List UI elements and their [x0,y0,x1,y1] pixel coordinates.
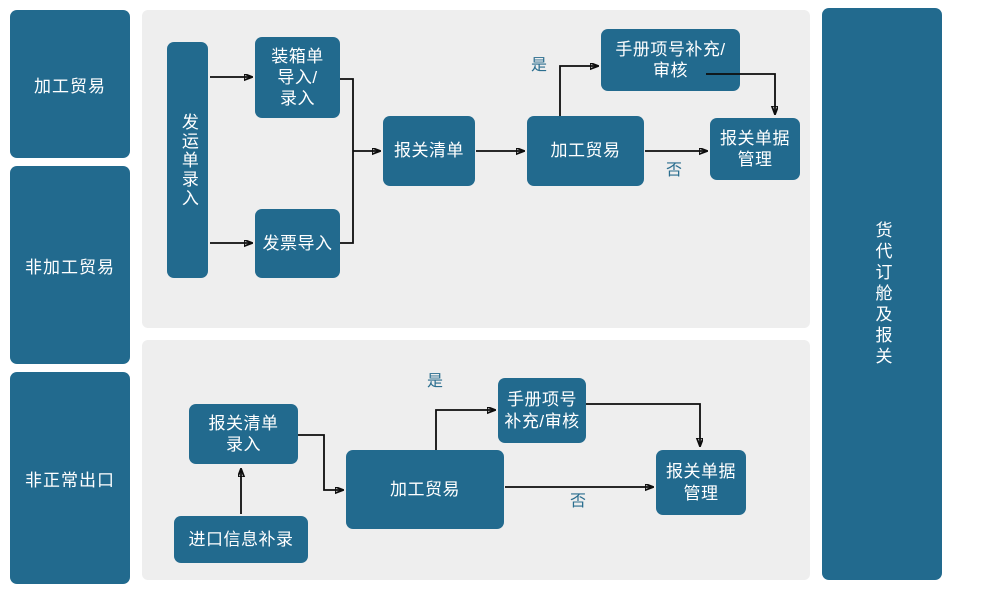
edge-label-no-top-text: 否 [666,162,683,179]
right-panel-forwarder[interactable]: 货代订舱及报关 [822,8,942,580]
right-panel-forwarder-label: 货代订舱及报关 [872,220,892,368]
node-manual-item-supplement-2[interactable]: 手册项号 补充/审核 [498,378,586,443]
node-manual-item-supplement[interactable]: 手册项号补充/ 审核 [601,29,740,91]
node-manual-item-supplement-2-label: 手册项号 补充/审核 [504,390,580,431]
edge-label-yes-bottom: 是 [427,374,443,390]
edge-label-no-bottom-text: 否 [570,493,587,510]
node-import-info-supplement-label: 进口信息补录 [188,529,294,549]
node-invoice-import[interactable]: 发票导入 [255,209,340,278]
node-customs-doc-management-label: 报关单据 管理 [720,128,790,169]
node-processing-trade[interactable]: 加工贸易 [527,116,644,186]
node-packing-list-import-label: 装箱单 导入/ 录入 [271,46,324,109]
node-customs-list[interactable]: 报关清单 [383,116,475,186]
node-customs-list-entry[interactable]: 报关清单 录入 [189,404,298,464]
lane-processing-trade[interactable]: 加工贸易 [10,10,130,158]
node-customs-list-label: 报关清单 [394,141,464,161]
node-customs-doc-management-2[interactable]: 报关单据 管理 [656,450,746,515]
node-customs-doc-management-2-label: 报关单据 管理 [666,462,736,503]
node-shipment-entry[interactable]: 发运单录入 [167,42,208,278]
node-customs-doc-management[interactable]: 报关单据 管理 [710,118,800,180]
node-processing-trade-label: 加工贸易 [550,141,621,161]
node-processing-trade-2[interactable]: 加工贸易 [346,450,504,529]
edge-label-yes-bottom-text: 是 [427,373,444,390]
node-invoice-import-label: 发票导入 [262,233,333,253]
lane-abnormal-export-label: 非正常出口 [25,470,115,490]
node-customs-list-entry-label: 报关清单 录入 [208,413,279,454]
lane-non-processing-trade-label: 非加工贸易 [25,257,115,277]
node-manual-item-supplement-label: 手册项号补充/ 审核 [615,39,726,80]
node-packing-list-import[interactable]: 装箱单 导入/ 录入 [255,37,340,118]
lane-processing-trade-label: 加工贸易 [34,76,106,96]
edge-label-yes-top: 是 [531,58,547,74]
edge-label-yes-top-text: 是 [531,57,548,74]
edge-label-no-bottom: 否 [570,494,586,510]
node-shipment-entry-label: 发运单录入 [178,112,198,208]
lane-abnormal-export[interactable]: 非正常出口 [10,372,130,584]
lane-non-processing-trade[interactable]: 非加工贸易 [10,166,130,364]
node-processing-trade-2-label: 加工贸易 [390,479,460,499]
node-import-info-supplement[interactable]: 进口信息补录 [174,516,308,563]
edge-label-no-top: 否 [666,163,682,179]
